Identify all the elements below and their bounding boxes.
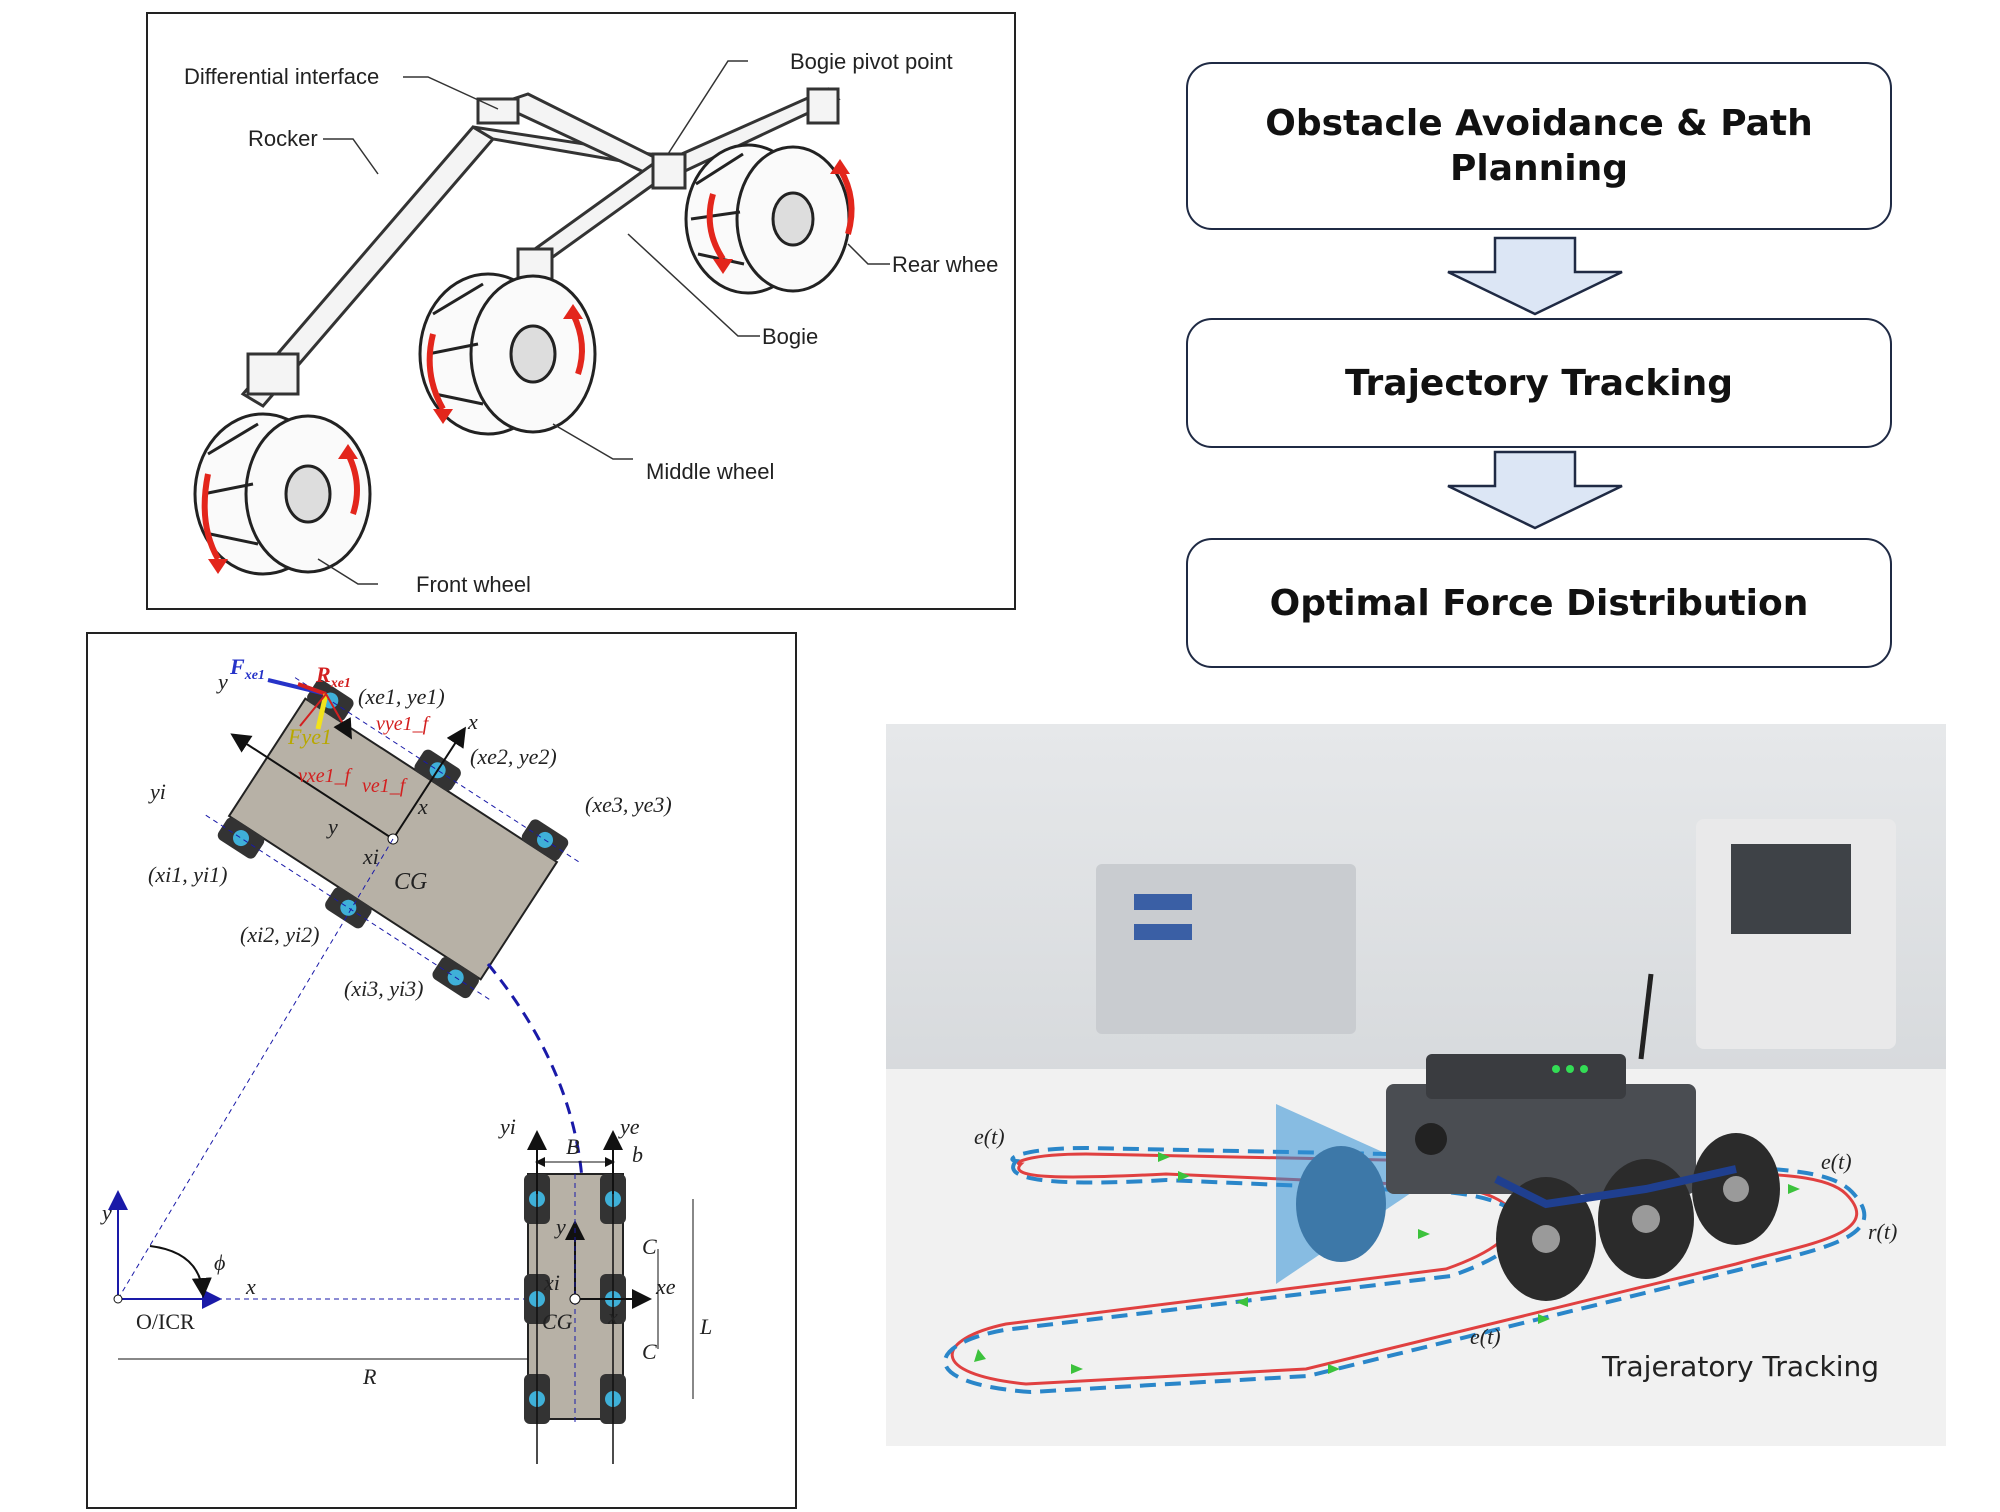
rocker-structure bbox=[240, 87, 841, 408]
label-differential-interface: Differential interface bbox=[184, 64, 379, 89]
label-xe: xe bbox=[655, 1274, 676, 1299]
flow-step-trajectory-tracking: Trajectory Tracking bbox=[1186, 318, 1892, 448]
front-steering-block bbox=[246, 352, 300, 396]
label-F-xe1: Fxe1 bbox=[229, 654, 265, 683]
force-F-ye1 bbox=[315, 693, 329, 730]
rear-steering-block bbox=[806, 87, 840, 125]
label-R-xe1: Rxe1 bbox=[315, 662, 351, 691]
label-ye-top: y bbox=[216, 669, 228, 694]
label-pt-e2: (xe2, ye2) bbox=[470, 744, 557, 769]
flow-arrow-down-1 bbox=[1447, 236, 1623, 316]
label-pt-i3: (xi3, yi3) bbox=[344, 976, 423, 1001]
bogie-pivot-block bbox=[651, 152, 687, 190]
label-B: B bbox=[566, 1134, 579, 1159]
label-v-ye1: vye1_f bbox=[376, 713, 431, 735]
label-C-upper: C bbox=[642, 1234, 657, 1259]
rover-top-box bbox=[1426, 1054, 1626, 1099]
label-x-axis: x bbox=[245, 1274, 256, 1299]
label-b: b bbox=[632, 1142, 643, 1167]
label-e-t-right: e(t) bbox=[1821, 1149, 1852, 1174]
bottom-wheels bbox=[524, 1174, 626, 1424]
label-bogie: Bogie bbox=[762, 324, 818, 349]
label-phi: ϕ bbox=[214, 1250, 225, 1275]
label-middle-wheel: Middle wheel bbox=[646, 459, 774, 484]
label-xi: xi bbox=[543, 1270, 560, 1295]
rocker-bogie-drawing: Differential interface Bogie pivot point… bbox=[184, 49, 998, 597]
rover bbox=[1296, 973, 1780, 1301]
front-arrow-left bbox=[201, 473, 221, 561]
trajectory-tracking-photo: e(t) e(t) r(t) e(t) Trajeratory Tracking bbox=[886, 724, 1946, 1446]
label-cg: CG bbox=[542, 1309, 573, 1334]
phi-arc bbox=[149, 1245, 212, 1298]
label-rocker: Rocker bbox=[248, 126, 318, 151]
label-pt-e1: (xe1, ye1) bbox=[358, 684, 445, 709]
label-origin: O/ICR bbox=[136, 1309, 195, 1334]
flow-arrow-down-2 bbox=[1447, 450, 1623, 530]
kinematics-diagram: Fxe1 Rxe1 (xe1, ye1) (xe2, ye2) (xe3, ye… bbox=[86, 632, 797, 1509]
middle-arrow-left bbox=[426, 333, 446, 411]
kinematics-drawing: Fxe1 Rxe1 (xe1, ye1) (xe2, ye2) (xe3, ye… bbox=[100, 654, 712, 1464]
label-ye: ye bbox=[618, 1114, 640, 1139]
rear-arrow-right bbox=[837, 167, 855, 235]
vel-vxe1 bbox=[299, 693, 327, 727]
rotation-arrowheads bbox=[208, 159, 850, 574]
label-x-top: x bbox=[417, 794, 428, 819]
label-e-t-bottom: e(t) bbox=[1470, 1324, 1501, 1349]
vel-ve1 bbox=[325, 693, 352, 740]
label-v-xe1: vxe1_f bbox=[298, 765, 353, 787]
equipment-screen bbox=[1731, 844, 1851, 934]
front-wheel bbox=[193, 412, 372, 576]
label-e-t-left: e(t) bbox=[974, 1124, 1005, 1149]
trajectory-arc bbox=[486, 963, 585, 1195]
flow-step-optimal-force-distribution: Optimal Force Distribution bbox=[1186, 538, 1892, 668]
rover-camera bbox=[1415, 1123, 1447, 1155]
front-arrow-right bbox=[345, 452, 360, 515]
label-C-lower: C bbox=[642, 1339, 657, 1364]
label-rear-wheel: Rear whee bbox=[892, 252, 998, 277]
bottom-vehicle bbox=[524, 1130, 694, 1464]
equipment-led-2 bbox=[1134, 924, 1192, 940]
leader-lines bbox=[317, 60, 890, 585]
label-y-axis: y bbox=[100, 1200, 112, 1225]
label-pt-i1: (xi1, yi1) bbox=[148, 862, 227, 887]
rear-arrow-left bbox=[706, 193, 726, 261]
label-pt-i2: (xi2, yi2) bbox=[240, 922, 319, 947]
rotation-arrows bbox=[201, 167, 855, 561]
label-pt-e3: (xe3, ye3) bbox=[585, 792, 672, 817]
middle-arrow-right bbox=[570, 312, 585, 375]
label-y-top: y bbox=[326, 814, 338, 839]
label-x-body: x bbox=[607, 1304, 618, 1329]
label-bogie-pivot-point: Bogie pivot point bbox=[790, 49, 953, 74]
label-v-e1: ve1_f bbox=[362, 775, 408, 797]
label-cg-top: CG bbox=[394, 869, 427, 895]
label-r-t: r(t) bbox=[1868, 1219, 1897, 1244]
label-F-ye1: Fye1 bbox=[287, 724, 332, 749]
lab-equipment-left bbox=[1096, 864, 1356, 1034]
label-yi: yi bbox=[498, 1114, 516, 1139]
flow-step-obstacle-avoidance: Obstacle Avoidance & Path Planning bbox=[1186, 62, 1892, 230]
middle-wheel bbox=[418, 272, 597, 436]
rover-suspension bbox=[1494, 1165, 1737, 1209]
label-front-wheel: Front wheel bbox=[416, 572, 531, 597]
rear-wheel bbox=[684, 143, 851, 295]
label-R-dim: R bbox=[362, 1364, 377, 1389]
photo-caption: Trajeratory Tracking bbox=[1601, 1350, 1879, 1383]
rover-body bbox=[1386, 1084, 1696, 1194]
label-yi-top: yi bbox=[148, 779, 166, 804]
rover-antenna bbox=[1638, 973, 1654, 1060]
rocker-bogie-diagram: Differential interface Bogie pivot point… bbox=[146, 12, 1016, 610]
tracking-scene: e(t) e(t) r(t) e(t) Trajeratory Tracking bbox=[886, 724, 1946, 1446]
force-R-xe1 bbox=[297, 682, 327, 696]
label-xi-top: xi bbox=[362, 844, 379, 869]
label-xe-top: x bbox=[467, 709, 478, 734]
equipment-led-1 bbox=[1134, 894, 1192, 910]
label-y-body: y bbox=[554, 1214, 566, 1239]
label-L: L bbox=[699, 1314, 712, 1339]
force-vectors bbox=[267, 678, 352, 740]
